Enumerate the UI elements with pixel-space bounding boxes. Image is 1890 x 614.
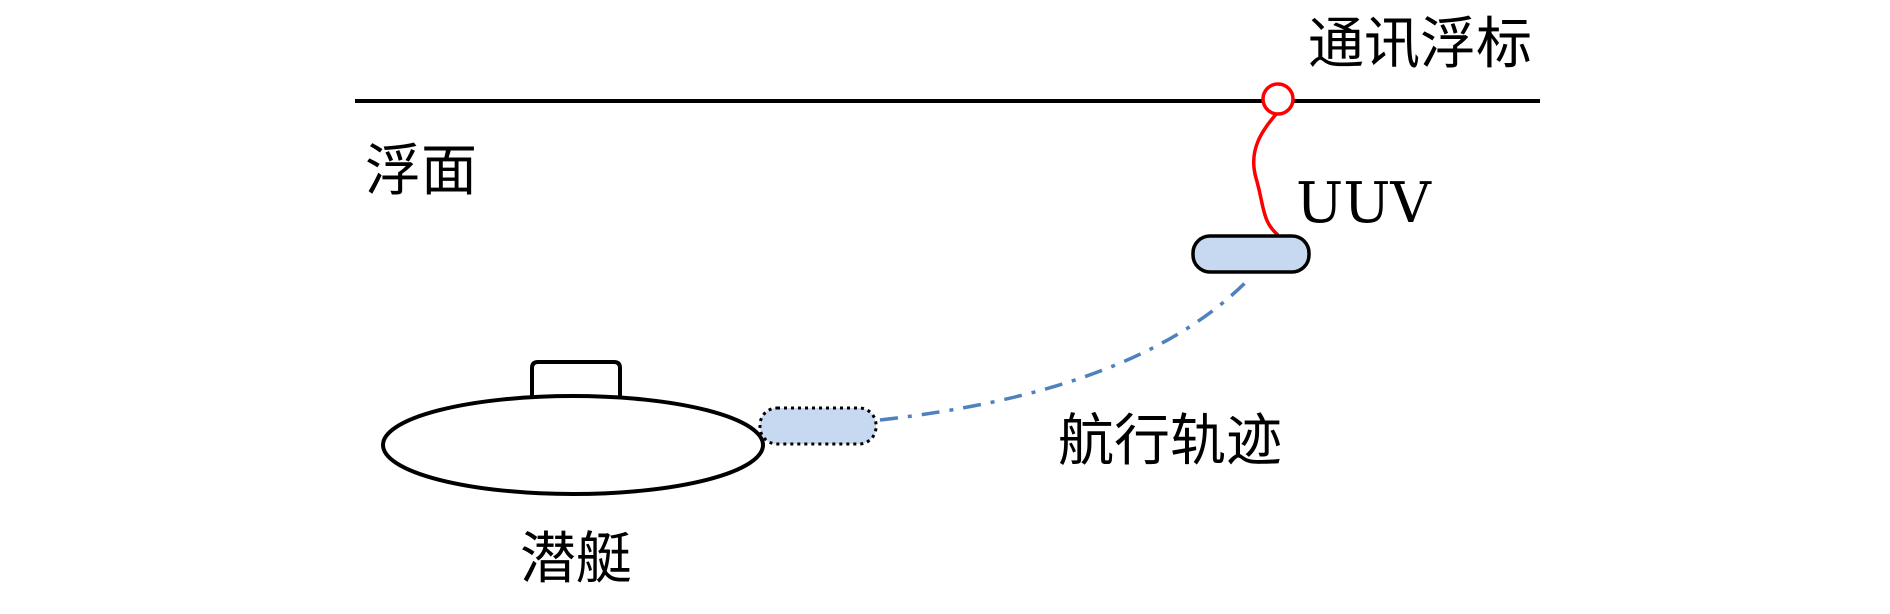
buoy-label: 通讯浮标 [1308, 12, 1532, 77]
uuv-launch-position [758, 406, 878, 446]
communication-buoy [1261, 82, 1295, 116]
surface-label: 浮面 [365, 139, 477, 204]
uuv-body [1191, 234, 1311, 274]
submarine-label: 潜艇 [520, 527, 632, 592]
navigation-trajectory [879, 276, 1252, 422]
submarine-hull [381, 394, 765, 496]
buoy-tether [1251, 110, 1280, 237]
uuv-label: UUV [1296, 171, 1432, 236]
trajectory-label: 航行轨迹 [1058, 409, 1282, 474]
